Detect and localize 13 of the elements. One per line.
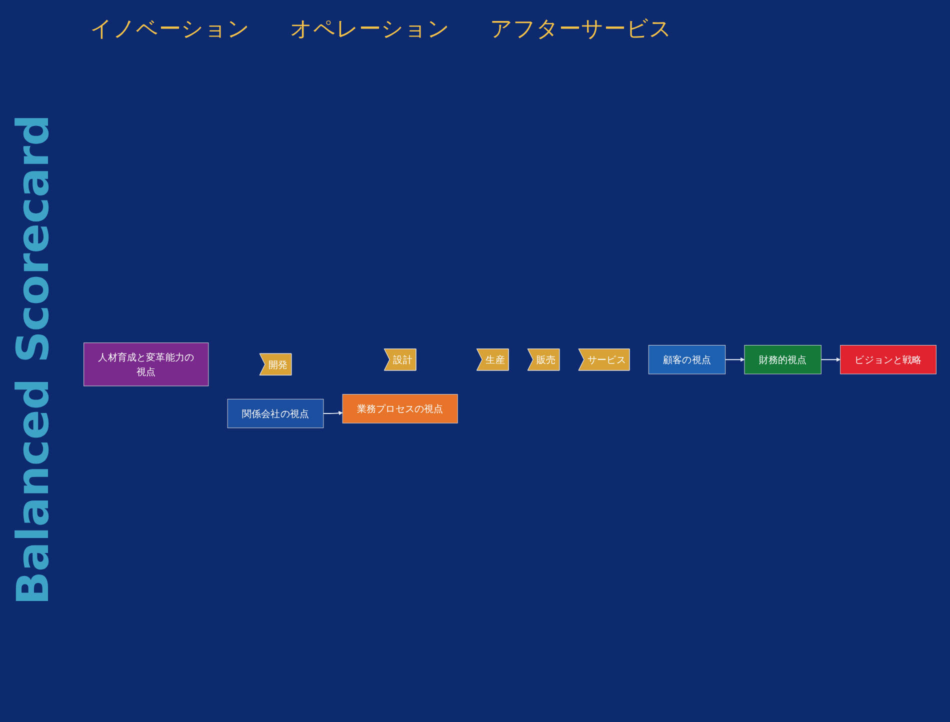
title: Balanced Scorecard — [8, 114, 59, 608]
stage-label: オペレーション — [290, 16, 450, 44]
arrow — [724, 357, 745, 362]
node-box: 財務的視点 — [744, 344, 822, 374]
node-box: 顧客の視点 — [648, 344, 726, 374]
node-box: ビジョンと戦略 — [840, 344, 936, 374]
node-box: 業務プロセスの視点 — [342, 394, 458, 423]
node-box: 人材育成と変革能力の視点 — [84, 342, 209, 386]
arrow — [322, 410, 343, 415]
stage-label: アフターサービス — [490, 16, 672, 44]
stage-label: イノベーション — [90, 16, 250, 44]
arrow — [820, 357, 841, 362]
node-box: 関係会社の視点 — [227, 398, 324, 428]
